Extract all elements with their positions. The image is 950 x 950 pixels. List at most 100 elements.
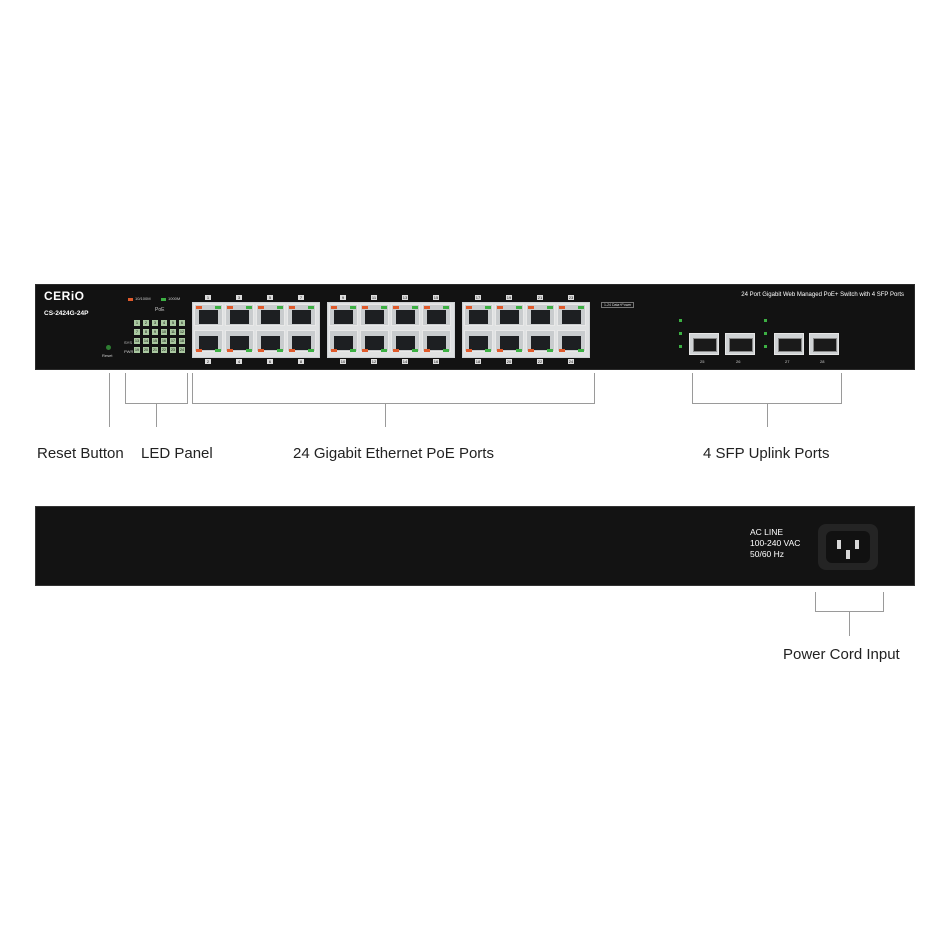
- ethernet-port[interactable]: [464, 304, 493, 326]
- sfp-cage: [778, 338, 802, 352]
- product-description: 24 Port Gigabit Web Managed PoE+ Switch …: [741, 292, 904, 298]
- port-led-1000: [215, 349, 221, 352]
- port-led-10-100: [258, 306, 264, 309]
- port-led-1000: [246, 306, 252, 309]
- port-led-10-100: [393, 306, 399, 309]
- legend-1000-swatch: [161, 298, 166, 301]
- port-led-10-100: [559, 306, 565, 309]
- reset-button[interactable]: [106, 345, 111, 350]
- ethernet-port[interactable]: [329, 330, 358, 352]
- rj45-jack: [500, 310, 519, 324]
- port-led-10-100: [466, 349, 472, 352]
- port-led-10-100: [289, 306, 295, 309]
- led-bracket-left: [125, 373, 126, 403]
- port-led-1000: [277, 349, 283, 352]
- rj45-jack: [396, 310, 415, 324]
- power-callout-label: Power Cord Input: [783, 646, 900, 663]
- reset-callout-line: [109, 373, 110, 427]
- ethernet-port[interactable]: [526, 304, 555, 326]
- led-panel-callout-label: LED Panel: [141, 445, 213, 462]
- sfp-status-led: [764, 319, 767, 322]
- port-number-top: 1: [205, 295, 211, 300]
- ethernet-port[interactable]: [360, 304, 389, 326]
- rj45-jack: [469, 336, 488, 350]
- port-number-bottom: 10: [340, 359, 346, 364]
- led-indicator: 22: [161, 347, 167, 353]
- legend-1000-label: 1000M: [168, 296, 181, 301]
- port-led-1000: [485, 306, 491, 309]
- led-indicator: 18: [179, 338, 185, 344]
- sfp-status-led: [679, 345, 682, 348]
- port-number-top: 7: [298, 295, 304, 300]
- ethernet-port[interactable]: [287, 330, 316, 352]
- led-indicator: 23: [170, 347, 176, 353]
- ethernet-port[interactable]: [287, 304, 316, 326]
- port-number-top: 3: [236, 295, 242, 300]
- rj45-jack: [199, 310, 218, 324]
- poe-label: PoE: [155, 307, 165, 313]
- rj45-jack: [230, 336, 249, 350]
- sfp-status-led: [679, 319, 682, 322]
- ethernet-port[interactable]: [557, 304, 586, 326]
- ethernet-port[interactable]: [391, 330, 420, 352]
- led-indicator: 17: [170, 338, 176, 344]
- ethernet-port[interactable]: [557, 330, 586, 352]
- port-led-10-100: [393, 349, 399, 352]
- ethernet-port[interactable]: [256, 330, 285, 352]
- port-number-bottom: 12: [371, 359, 377, 364]
- ethernet-port[interactable]: [464, 330, 493, 352]
- sfp-status-led: [679, 332, 682, 335]
- sfp-port[interactable]: [809, 333, 839, 355]
- power-socket[interactable]: [818, 524, 878, 570]
- ethernet-port[interactable]: [526, 330, 555, 352]
- ethernet-port[interactable]: [329, 304, 358, 326]
- reset-callout-label: Reset Button: [37, 445, 124, 462]
- rj45-jack: [427, 310, 446, 324]
- port-number-bottom: 20: [506, 359, 512, 364]
- port-led-10-100: [362, 349, 368, 352]
- poe-bracket-base: [192, 403, 595, 404]
- port-led-1000: [350, 306, 356, 309]
- ethernet-port[interactable]: [194, 330, 223, 352]
- ethernet-port[interactable]: [360, 330, 389, 352]
- front-panel: CERiO CS-2424G-24P 24 Port Gigabit Web M…: [35, 284, 915, 370]
- port-led-1000: [547, 349, 553, 352]
- port-led-1000: [578, 349, 584, 352]
- ethernet-port[interactable]: [422, 304, 451, 326]
- ethernet-port[interactable]: [194, 304, 223, 326]
- brand-logo: CERiO: [44, 289, 85, 303]
- sfp-port[interactable]: [689, 333, 719, 355]
- port-led-10-100: [196, 349, 202, 352]
- port-led-10-100: [528, 306, 534, 309]
- sfp-status-led: [764, 345, 767, 348]
- sfp-port-number: 27: [785, 359, 790, 364]
- poe-bracket-right: [594, 373, 595, 403]
- port-led-1000: [246, 349, 252, 352]
- power-socket-inner: [826, 531, 870, 563]
- sfp-cage: [729, 338, 753, 352]
- led-indicator: 8: [143, 329, 149, 335]
- rj45-jack: [334, 336, 353, 350]
- ac-line-label: AC LINE: [750, 527, 784, 537]
- led-indicator: 7: [134, 329, 140, 335]
- led-indicator: 11: [170, 329, 176, 335]
- port-led-1000: [350, 349, 356, 352]
- ethernet-port[interactable]: [422, 330, 451, 352]
- led-indicator: 21: [152, 347, 158, 353]
- port-number-top: 19: [506, 295, 512, 300]
- rj45-jack: [427, 336, 446, 350]
- sfp-port-number: 25: [700, 359, 705, 364]
- ethernet-port[interactable]: [495, 304, 524, 326]
- sfp-port[interactable]: [774, 333, 804, 355]
- ethernet-port[interactable]: [495, 330, 524, 352]
- sfp-port[interactable]: [725, 333, 755, 355]
- ethernet-port[interactable]: [391, 304, 420, 326]
- ethernet-port[interactable]: [256, 304, 285, 326]
- ethernet-port[interactable]: [225, 330, 254, 352]
- ethernet-port[interactable]: [225, 304, 254, 326]
- reset-label: Reset: [102, 353, 113, 358]
- port-led-1000: [443, 306, 449, 309]
- port-number-bottom: 22: [537, 359, 543, 364]
- rj45-jack: [365, 336, 384, 350]
